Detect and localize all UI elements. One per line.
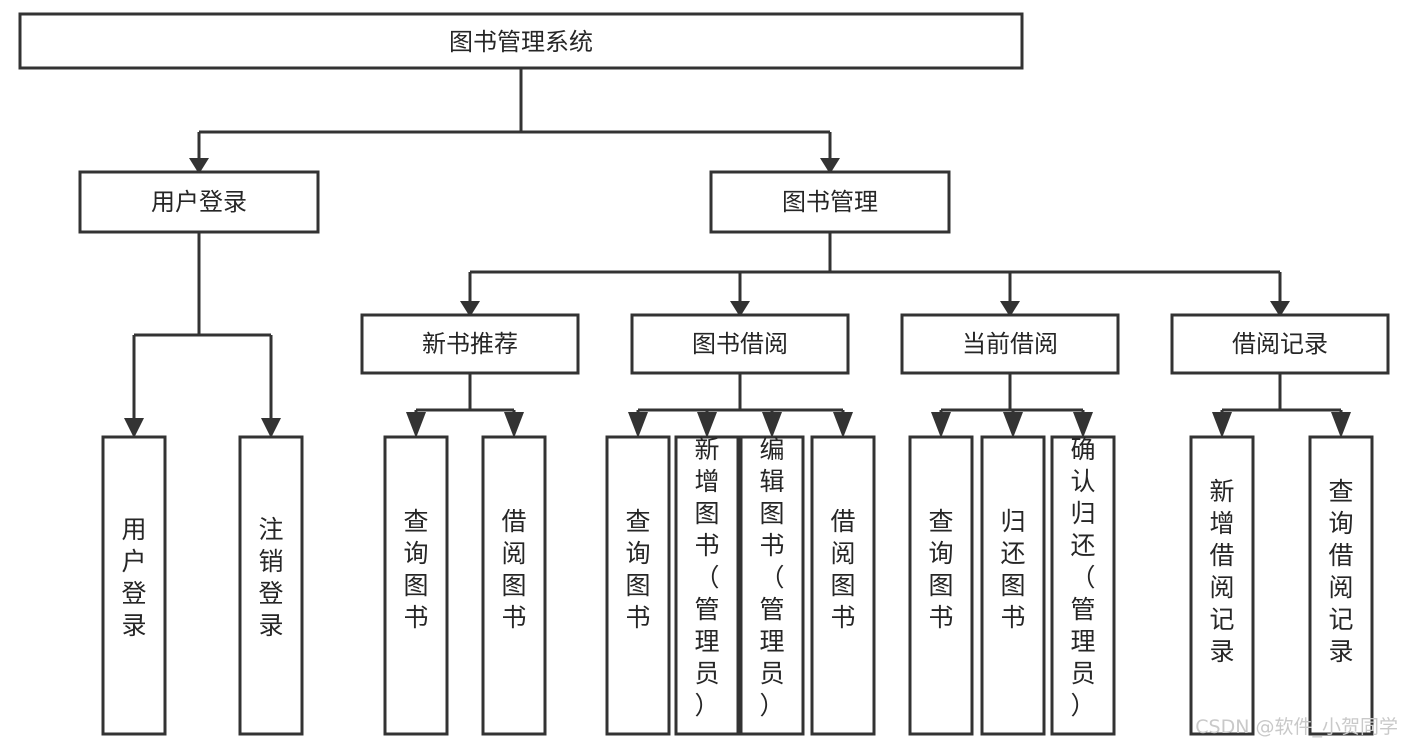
node-leaf-return-book-label: 归还图书 — [1000, 507, 1025, 632]
node-borrow-record-box[interactable] — [1170, 313, 1390, 375]
connector-userlogin-to-leaves — [132, 232, 273, 423]
arrowhead-icon-leaf-add-borrow-record — [1212, 412, 1232, 438]
node-leaf-query-book-current-box[interactable] — [908, 435, 974, 736]
node-book-management-box[interactable] — [709, 170, 951, 234]
connector-bookmgmt-to-level3 — [468, 232, 1282, 301]
node-leaf-confirm-return-admin-box[interactable] — [1050, 435, 1116, 736]
node-leaf-add-book-admin[interactable]: 新增图书（管理员） — [674, 435, 740, 736]
node-leaf-query-borrow-record-box[interactable] — [1308, 435, 1374, 736]
node-root[interactable]: 图书管理系统 — [18, 12, 1024, 70]
node-leaf-borrow-book-box[interactable] — [810, 435, 876, 736]
node-leaf-query-book-current-label: 查询图书 — [928, 507, 953, 632]
node-book-borrow-box[interactable] — [630, 313, 850, 375]
node-leaf-borrow-book[interactable]: 借阅图书 — [810, 435, 876, 736]
node-leaf-add-borrow-record[interactable]: 新增借阅记录 — [1189, 435, 1255, 736]
node-current-borrow[interactable]: 当前借阅 — [900, 313, 1120, 375]
connector-newbook-to-leaves — [414, 373, 516, 423]
node-leaf-logout-box[interactable] — [238, 435, 304, 736]
arrowhead-icon-leaf-borrow-book — [833, 412, 853, 438]
arrowhead-icon-leaf-query-borrow-record — [1331, 412, 1351, 438]
node-user-login-box[interactable] — [78, 170, 320, 234]
arrowhead-icon-leaf-query-book-recommend — [406, 412, 426, 438]
node-leaf-query-book-recommend[interactable]: 查询图书 — [383, 435, 449, 736]
arrowhead-icon-leaf-logout — [261, 418, 281, 438]
node-leaf-user-login-box[interactable] — [101, 435, 167, 736]
connector-borrowrecord-to-leaves — [1220, 373, 1343, 423]
node-leaf-confirm-return-admin-label: 确认归还（管理员） — [1070, 435, 1095, 720]
node-user-login[interactable]: 用户登录 — [78, 170, 320, 234]
node-leaf-query-book-borrow-label: 查询图书 — [625, 507, 650, 632]
connector-layer — [132, 68, 1343, 423]
node-leaf-query-borrow-record-label: 查询借阅记录 — [1328, 477, 1353, 666]
node-leaf-query-book-borrow-box[interactable] — [605, 435, 671, 736]
leaf-node-layer: 用户登录 注销登录 查询图书 借阅图书 查询图书 新增图书（管理员） — [101, 435, 1374, 736]
node-leaf-borrow-book-recommend-box[interactable] — [481, 435, 547, 736]
node-leaf-edit-book-admin-label: 编辑图书（管理员） — [759, 435, 784, 720]
arrowhead-icon-borrow-record — [1270, 301, 1290, 317]
node-leaf-return-book-box[interactable] — [980, 435, 1046, 736]
node-leaf-add-book-admin-label: 新增图书（管理员） — [694, 435, 719, 720]
node-current-borrow-label: 当前借阅 — [962, 330, 1058, 358]
node-leaf-borrow-book-label: 借阅图书 — [830, 507, 855, 632]
node-root-label: 图书管理系统 — [449, 28, 593, 56]
arrowhead-icon-leaf-edit-book-admin — [762, 412, 782, 438]
arrowhead-icon-book-borrow — [730, 301, 750, 317]
node-leaf-borrow-book-recommend[interactable]: 借阅图书 — [481, 435, 547, 736]
node-new-book-recommend-box[interactable] — [360, 313, 580, 375]
node-leaf-user-login[interactable]: 用户登录 — [101, 435, 167, 736]
node-borrow-record-label: 借阅记录 — [1232, 330, 1328, 358]
node-leaf-edit-book-admin-box[interactable] — [739, 435, 805, 736]
arrowhead-icon-current-borrow — [1000, 301, 1020, 317]
node-user-login-label: 用户登录 — [151, 188, 247, 216]
connector-root-to-level2 — [197, 68, 832, 158]
node-leaf-query-book-recommend-box[interactable] — [383, 435, 449, 736]
arrowhead-icon-leaf-user-login — [124, 418, 144, 438]
node-leaf-user-login-label: 用户登录 — [121, 515, 146, 640]
node-book-management[interactable]: 图书管理 — [709, 170, 951, 234]
arrowhead-icon-user-login — [189, 158, 209, 174]
node-book-borrow-label: 图书借阅 — [692, 330, 788, 358]
node-new-book-recommend[interactable]: 新书推荐 — [360, 313, 580, 375]
node-leaf-query-book-recommend-label: 查询图书 — [403, 507, 428, 632]
arrowhead-icon-leaf-confirm-return-admin — [1073, 412, 1093, 438]
node-current-borrow-box[interactable] — [900, 313, 1120, 375]
node-root-box[interactable] — [18, 12, 1024, 70]
arrowhead-icon-leaf-return-book — [1003, 412, 1023, 438]
node-leaf-add-borrow-record-box[interactable] — [1189, 435, 1255, 736]
node-leaf-query-book-borrow[interactable]: 查询图书 — [605, 435, 671, 736]
node-leaf-edit-book-admin[interactable]: 编辑图书（管理员） — [739, 435, 805, 736]
node-leaf-logout-label: 注销登录 — [258, 515, 283, 640]
node-leaf-borrow-book-recommend-label: 借阅图书 — [501, 507, 526, 632]
node-book-management-label: 图书管理 — [782, 188, 878, 216]
arrowhead-icon-new-book-recommend — [460, 301, 480, 317]
node-new-book-recommend-label: 新书推荐 — [422, 330, 518, 358]
arrowhead-icon-leaf-query-book-borrow — [628, 412, 648, 438]
node-leaf-query-borrow-record[interactable]: 查询借阅记录 — [1308, 435, 1374, 736]
arrowhead-icon-leaf-query-book-current — [931, 412, 951, 438]
csdn-watermark: CSDN @软件_小贺同学 — [1195, 716, 1398, 738]
node-leaf-add-borrow-record-label: 新增借阅记录 — [1209, 477, 1234, 666]
node-leaf-add-book-admin-box[interactable] — [674, 435, 740, 736]
arrowhead-icon-book-management — [820, 158, 840, 174]
node-book-borrow[interactable]: 图书借阅 — [630, 313, 850, 375]
node-leaf-query-book-current[interactable]: 查询图书 — [908, 435, 974, 736]
node-leaf-logout[interactable]: 注销登录 — [238, 435, 304, 736]
arrowhead-icon-leaf-borrow-book-recommend — [504, 412, 524, 438]
node-leaf-confirm-return-admin[interactable]: 确认归还（管理员） — [1050, 435, 1116, 736]
connector-bookborrow-to-leaves — [636, 373, 845, 423]
arrowhead-icon-leaf-add-book-admin — [697, 412, 717, 438]
arrowhead-layer — [124, 158, 1351, 438]
node-borrow-record[interactable]: 借阅记录 — [1170, 313, 1390, 375]
node-leaf-return-book[interactable]: 归还图书 — [980, 435, 1046, 736]
